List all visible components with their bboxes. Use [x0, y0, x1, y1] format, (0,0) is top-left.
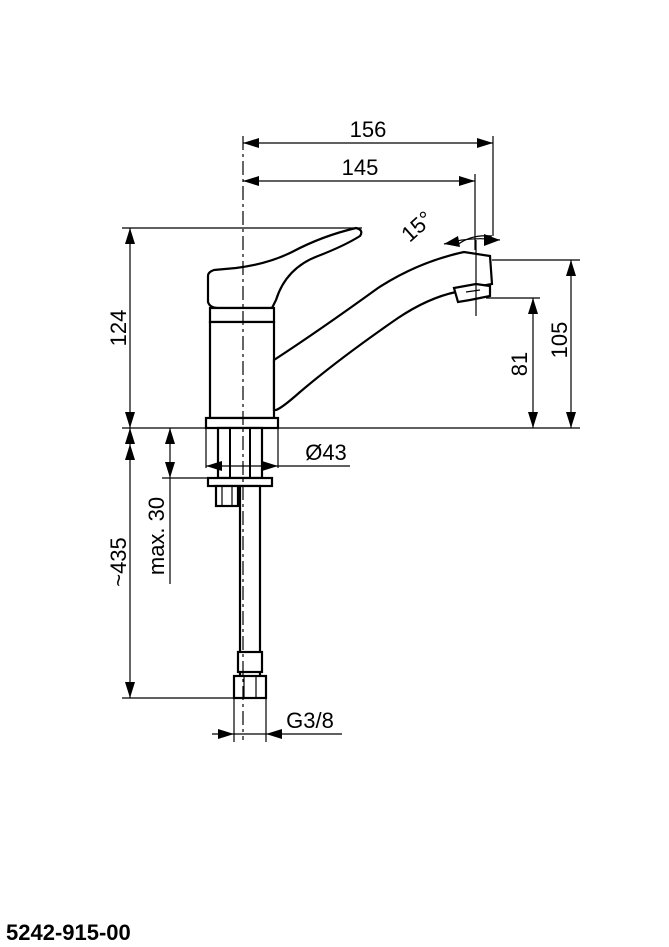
- dim-spout-height-inner: 81: [507, 352, 532, 376]
- dimension-lines: [122, 136, 580, 742]
- dim-spout-length: 145: [342, 155, 379, 180]
- lever-handle: [206, 226, 363, 310]
- dim-body-height: 124: [106, 310, 131, 347]
- part-number: 5242-915-00: [6, 920, 131, 945]
- hose-fitting: [232, 674, 268, 700]
- dim-spout-angle: 15°: [396, 206, 437, 247]
- fixing-plate: [206, 476, 274, 488]
- base-ring: [204, 416, 280, 430]
- dim-total-length: 156: [350, 117, 387, 142]
- dim-base-diameter: Ø43: [305, 440, 347, 465]
- dim-max-thickness: max. 30: [144, 497, 169, 575]
- aerator: [452, 282, 492, 304]
- dim-hose-length: ~435: [106, 537, 131, 587]
- dim-spout-height-outer: 105: [547, 322, 572, 359]
- dim-thread: G3/8: [286, 708, 334, 733]
- faucet-outline: [204, 136, 494, 740]
- faucet-body: [208, 320, 276, 420]
- cartridge-cap: [208, 306, 276, 324]
- fixing-nut: [214, 484, 240, 508]
- spout: [272, 250, 494, 412]
- hose-nut: [236, 650, 264, 674]
- mounting-stud: [216, 426, 264, 480]
